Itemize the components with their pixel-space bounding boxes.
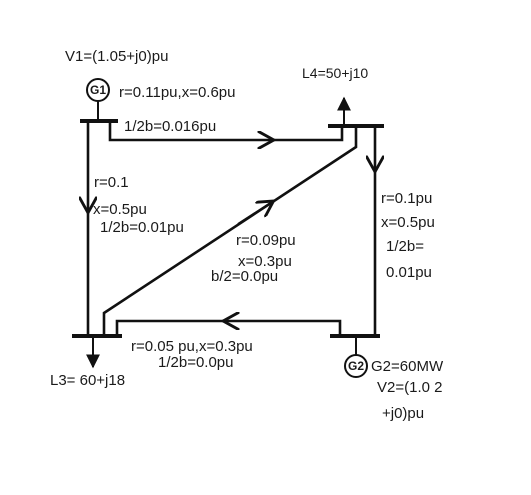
line-2-3-b: 1/2b=0.0pu [158,354,234,371]
line-3-4 [102,126,358,336]
line-4-2-r: r=0.1pu [381,190,432,207]
generator-1-symbol-text: G1 [90,83,106,97]
gen2-voltage-line2: +j0)pu [382,405,424,422]
gen1-voltage-label: V1=(1.05+j0)pu [65,48,168,65]
generator-2-symbol [344,354,368,378]
load-3-label: L3= 60+j18 [50,372,125,389]
line-4-2-x: x=0.5pu [381,214,435,231]
gen2-voltage-line1: V2=(1.0 2 [377,379,442,396]
line-1-3-b: 1/2b=0.01pu [100,219,184,236]
line-1-3-x: x=0.5pu [93,201,147,218]
line-4-2-b2: 0.01pu [386,264,432,281]
generator-1: G1 [86,78,110,119]
line-2-3 [115,319,342,336]
load-4-label: L4=50+j10 [302,65,368,81]
line-1-4-rx: r=0.11pu,x=0.6pu [119,84,235,101]
line-3-4-b: b/2=0.0pu [211,268,278,285]
generator-2-symbol-text: G2 [348,359,364,373]
line-3-4-x: x=0.3pu [238,253,292,270]
line-4-2-b1: 1/2b= [386,238,424,255]
line-3-4-flow-arrow [237,202,272,225]
line-3-4-r: r=0.09pu [236,232,296,249]
generator-2: G2 [344,336,368,378]
line-1-3-r: r=0.1 [94,174,129,191]
line-1-4-b: 1/2b=0.016pu [124,118,216,135]
gen2-power-label: G2=60MW [371,358,444,375]
line-2-3-rx: r=0.05 pu,x=0.3pu [131,338,253,355]
